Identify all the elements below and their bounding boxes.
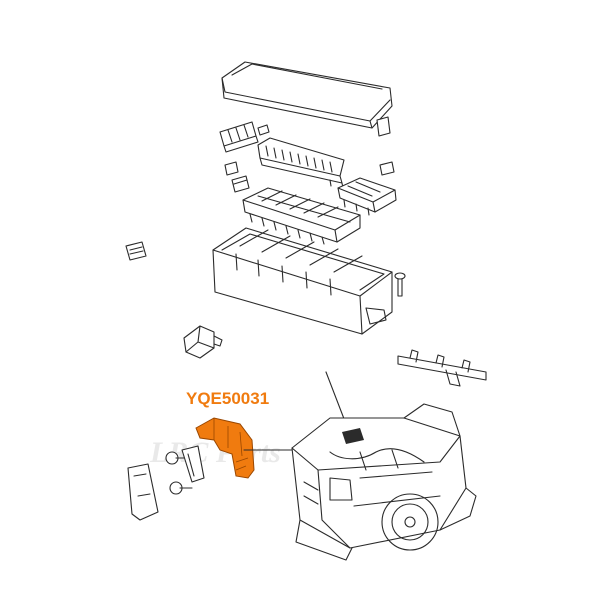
part-number-label: YQE50031 [186, 389, 269, 408]
small-relay [257, 124, 270, 136]
connector-small [125, 241, 147, 261]
relay-small-2 [231, 175, 250, 193]
leader-line-2 [325, 371, 347, 425]
clip-bracket [181, 445, 205, 483]
bolt [394, 272, 406, 297]
relay-block-right [337, 177, 397, 216]
engine-bay-fuse-box [342, 428, 364, 444]
grommet [183, 325, 223, 359]
fuse-box-tray [212, 227, 393, 335]
mounting-plate [127, 463, 159, 521]
relay-small-3 [379, 161, 395, 176]
vehicle-front [291, 403, 477, 561]
highlighted-fuse-box-part [195, 417, 255, 479]
fuse-box-lid [221, 61, 393, 137]
relay-small-1 [224, 161, 239, 176]
main-fuse-block [242, 187, 361, 245]
bolt-fastener-2 [169, 481, 193, 495]
relay-block-left [219, 121, 259, 153]
fuse-strip [257, 137, 345, 189]
bracket-right [397, 349, 487, 387]
